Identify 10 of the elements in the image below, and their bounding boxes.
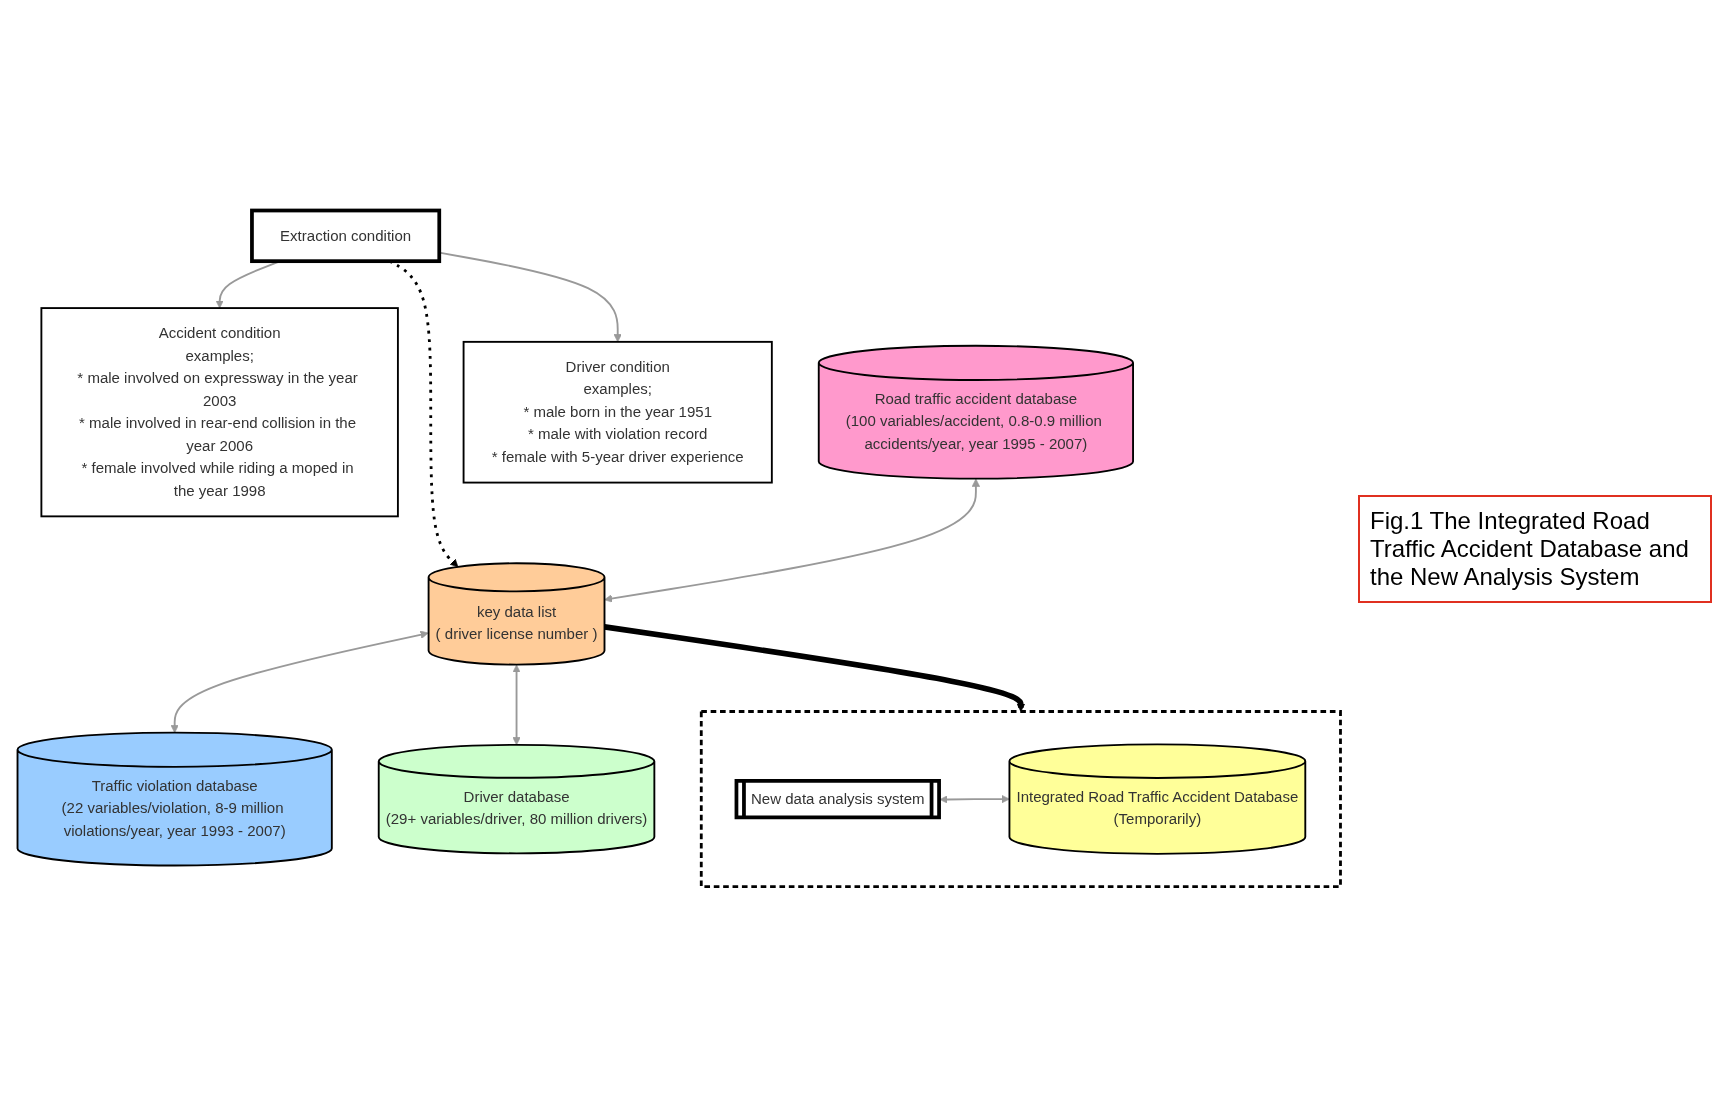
- arrow: [170, 631, 429, 734]
- figure-caption: Fig.1 The Integrated Road Traffic Accident Database and the New Analysis System: [1358, 495, 1712, 603]
- arrow: [604, 479, 981, 604]
- cluster: [699, 710, 1342, 889]
- arrow: [604, 624, 1025, 713]
- node-box: Extraction condition: [250, 209, 442, 264]
- arrow: [512, 665, 521, 746]
- node-box: Accident condition examples; * male involved on expressway in the year 2003 * male involved in rear-end collision in the year 2006 * female involved while riding a moped in the year 1998: [40, 307, 399, 518]
- node-box: Driver condition examples; * male born in the year 1951 * male with violation record * female with 5-year driver experience: [462, 341, 773, 484]
- arrow: [939, 795, 1010, 804]
